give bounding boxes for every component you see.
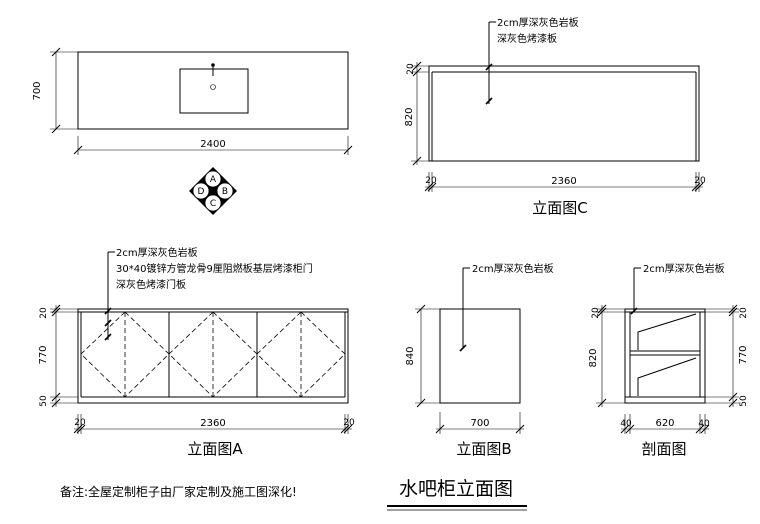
section-caption: 剖面图 xyxy=(641,440,686,458)
elev-a-callout-2: 30*40镀锌方管龙骨9厘阻燃板基层烤漆柜门 xyxy=(116,262,313,275)
plan-depth-dimension: 700 xyxy=(32,47,78,134)
elev-a-callout-1: 2cm厚深灰色岩板 xyxy=(116,246,198,259)
elev-b-vertical-dimension: 840 xyxy=(405,304,440,408)
elev-c-callout-1: 2cm厚深灰色岩板 xyxy=(497,16,579,29)
key-label-d: D xyxy=(198,187,205,197)
section-horizontal-dimensions: 40 620 40 xyxy=(620,414,710,434)
section-dim-right: 40 xyxy=(698,419,710,429)
elev-c-callout: 2cm厚深灰色岩板 深灰色烤漆板 xyxy=(485,16,579,105)
elev-c-vertical-dimensions: 20 820 xyxy=(404,61,429,166)
elev-c-dim-width: 2360 xyxy=(551,176,576,187)
elevation-a: 2cm厚深灰色岩板 30*40镀锌方管龙骨9厘阻燃板基层烤漆柜门 深灰色烤漆门板… xyxy=(38,246,355,458)
elev-a-dim-base: 50 xyxy=(39,395,49,407)
key-label-a: A xyxy=(210,175,217,185)
section-top-slab xyxy=(624,308,706,313)
elev-b-caption: 立面图B xyxy=(456,440,511,458)
drawing-title-block: 水吧柜立面图 xyxy=(387,478,527,511)
elev-b-dim-width: 700 xyxy=(470,418,489,429)
elev-c-horizontal-dimensions: 20 2360 20 xyxy=(424,172,706,192)
plan-depth-label: 700 xyxy=(32,81,43,100)
plan-view: 700 2400 xyxy=(32,47,353,155)
elev-b-callout-1: 2cm厚深灰色岩板 xyxy=(472,262,554,275)
elev-a-outline xyxy=(77,308,349,404)
section-shelf xyxy=(629,350,701,356)
drawing-title: 水吧柜立面图 xyxy=(399,478,513,500)
faucet-head xyxy=(211,63,215,67)
elev-a-dim-right: 20 xyxy=(343,418,355,428)
section-left-vertical-dimensions: 20 820 xyxy=(588,304,625,408)
plan-width-label: 2400 xyxy=(200,139,225,150)
elev-a-vertical-dimensions: 20 770 50 xyxy=(38,304,78,408)
section-dim-height: 820 xyxy=(588,348,599,367)
elev-a-dim-left: 20 xyxy=(74,418,86,428)
section-callout: 2cm厚深灰色岩板 xyxy=(630,262,725,315)
elevation-b: 2cm厚深灰色岩板 840 700 立面图B xyxy=(405,262,554,458)
elev-a-horizontal-dimensions: 20 2360 20 xyxy=(73,414,355,434)
key-label-b: B xyxy=(222,187,228,197)
elev-b-outline xyxy=(439,308,521,404)
elev-a-callout: 2cm厚深灰色岩板 30*40镀锌方管龙骨9厘阻燃板基层烤漆柜门 深灰色烤漆门板 xyxy=(104,246,313,341)
elev-c-callout-2: 深灰色烤漆板 xyxy=(497,32,557,45)
elev-a-caption: 立面图A xyxy=(187,440,243,458)
section-dim-top: 20 xyxy=(591,307,601,319)
section-dim-left: 40 xyxy=(620,419,632,429)
section-right-vertical-dimensions: 20 770 50 xyxy=(705,304,749,408)
elev-a-dim-top: 20 xyxy=(39,307,49,319)
elev-b-horizontal-dimension: 700 xyxy=(435,412,525,434)
section-dim-right-base: 50 xyxy=(739,395,749,407)
elev-a-dim-width: 2360 xyxy=(200,418,225,429)
view-key-symbol: A B C D xyxy=(189,167,237,215)
elev-a-callout-3: 深灰色烤漆门板 xyxy=(116,278,186,291)
elev-c-dim-left: 20 xyxy=(425,176,437,186)
elev-b-dim-height: 840 xyxy=(405,346,416,365)
elev-c-dim-height: 820 xyxy=(404,107,415,126)
section-dim-right-mid: 770 xyxy=(738,345,749,364)
section-view: 2cm厚深灰色岩板 20 820 20 770 50 xyxy=(588,262,749,458)
elev-a-door-swing-marks xyxy=(80,311,346,398)
drain-symbol xyxy=(210,84,216,90)
section-upper-door-edge xyxy=(637,313,697,350)
elev-c-caption: 立面图C xyxy=(532,199,587,217)
sink-basin xyxy=(179,68,249,114)
countertop-outline xyxy=(77,51,349,130)
section-left-panel xyxy=(624,311,631,398)
section-lower-door-edge xyxy=(637,357,697,396)
elev-c-dim-top: 20 xyxy=(406,63,416,75)
section-right-panel xyxy=(699,311,706,398)
key-label-c: C xyxy=(210,199,216,209)
elev-a-dim-height: 770 xyxy=(38,345,49,364)
section-callout-1: 2cm厚深灰色岩板 xyxy=(643,262,725,275)
elev-c-dim-right: 20 xyxy=(694,176,706,186)
plan-width-dimension: 2400 xyxy=(73,136,353,155)
elev-b-callout: 2cm厚深灰色岩板 xyxy=(459,262,554,352)
section-dim-width: 620 xyxy=(655,418,674,429)
elevation-c: 2cm厚深灰色岩板 深灰色烤漆板 20 820 20 2360 xyxy=(404,16,706,217)
elev-c-outline xyxy=(428,65,700,162)
section-dim-right-top: 20 xyxy=(739,307,749,319)
footnote: 备注:全屋定制柜子由厂家定制及施工图深化! xyxy=(60,484,297,499)
